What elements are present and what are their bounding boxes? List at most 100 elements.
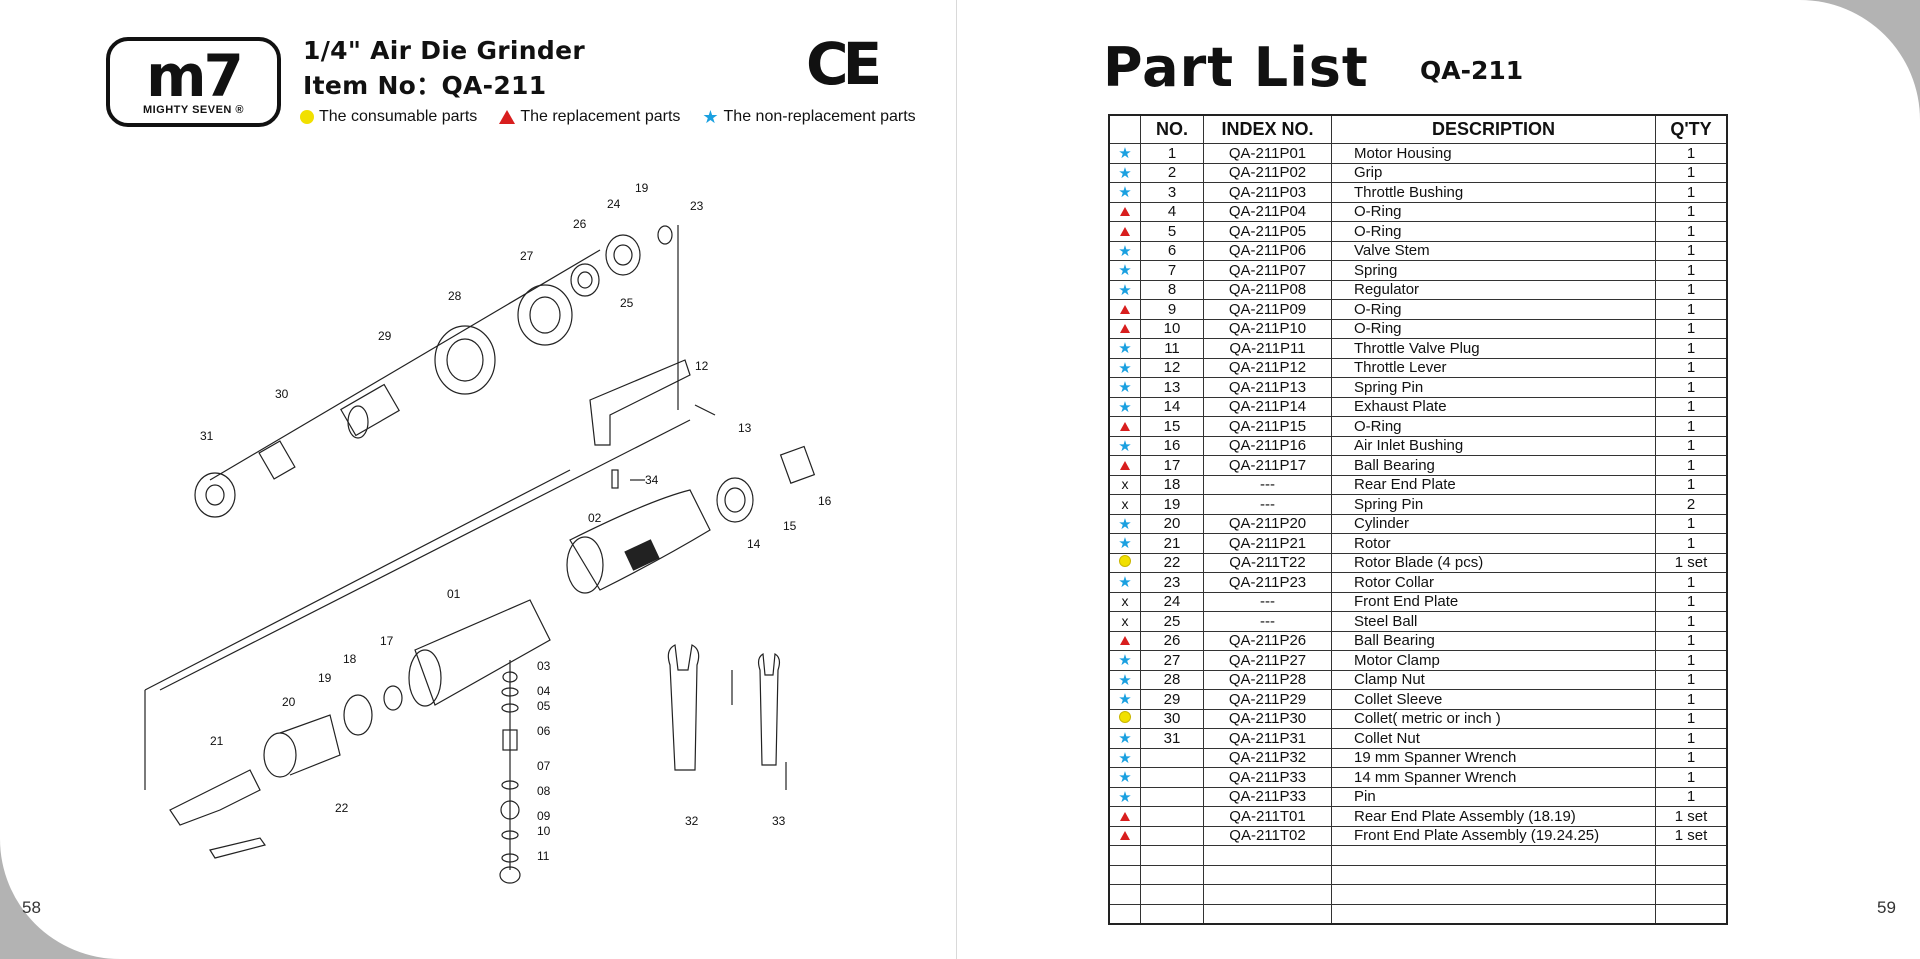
part-type-mark	[1108, 845, 1141, 866]
blue-star-icon: ★	[1118, 164, 1132, 182]
callout: 31	[200, 429, 214, 443]
index-number	[1203, 884, 1332, 905]
part-number	[1140, 786, 1204, 807]
part-description: Regulator	[1331, 279, 1656, 300]
part-description: Throttle Valve Plug	[1331, 338, 1656, 359]
part-description: Air Inlet Bushing	[1331, 435, 1656, 456]
part-type-mark: ★	[1108, 689, 1141, 710]
part-quantity: 1	[1655, 747, 1728, 768]
part-description: Front End Plate Assembly (19.24.25)	[1331, 825, 1656, 846]
index-number: QA-211P21	[1203, 533, 1332, 554]
callout: 17	[380, 634, 394, 648]
blue-star-icon: ★	[1118, 359, 1132, 377]
index-number: QA-211P04	[1203, 201, 1332, 222]
part-number: 3	[1140, 182, 1204, 203]
part-number: 19	[1140, 494, 1204, 515]
page-number-right: 59	[1877, 898, 1896, 917]
part-type-mark	[1108, 708, 1141, 729]
col-no: NO.	[1140, 114, 1204, 144]
callout: 21	[210, 734, 224, 748]
legend-label: The consumable parts	[319, 108, 478, 125]
legend-replacement: The replacement parts	[499, 108, 680, 126]
red-triangle-icon	[1120, 460, 1130, 470]
callout: 13	[738, 421, 752, 435]
left-page: m7 MIGHTY SEVEN ® 1/4" Air Die Grinder I…	[0, 0, 963, 959]
yellow-dot-icon	[300, 110, 314, 124]
part-type-mark	[1108, 825, 1141, 846]
part-type-mark	[1108, 630, 1141, 651]
part-type-mark: ★	[1108, 650, 1141, 671]
index-number: QA-211T22	[1203, 552, 1332, 573]
table-row	[1108, 884, 1728, 905]
index-number: QA-211P06	[1203, 240, 1332, 261]
part-number	[1140, 747, 1204, 768]
part-quantity: 1	[1655, 396, 1728, 417]
part-type-mark	[1108, 201, 1141, 222]
part-type-mark	[1108, 455, 1141, 476]
blue-star-icon: ★	[1118, 652, 1132, 670]
part-description: Valve Stem	[1331, 240, 1656, 261]
part-type-mark	[1108, 864, 1141, 885]
callout: 19	[635, 181, 649, 195]
part-description: Ball Bearing	[1331, 630, 1656, 651]
part-description: Collet Sleeve	[1331, 689, 1656, 710]
callout: 16	[818, 494, 832, 508]
part-number: 24	[1140, 591, 1204, 612]
part-type-mark: ★	[1108, 162, 1141, 183]
part-type-mark: x	[1108, 611, 1141, 632]
part-number	[1140, 806, 1204, 827]
index-number: QA-211P13	[1203, 377, 1332, 398]
index-number: QA-211P16	[1203, 435, 1332, 456]
part-list-title: Part List	[1103, 36, 1369, 99]
blue-star-icon: ★	[1118, 769, 1132, 787]
index-number: QA-211P11	[1203, 338, 1332, 359]
part-number: 5	[1140, 221, 1204, 242]
part-description: Throttle Bushing	[1331, 182, 1656, 203]
callout: 05	[537, 699, 551, 713]
blue-star-icon: ★	[1118, 145, 1132, 163]
index-number: QA-211P08	[1203, 279, 1332, 300]
blue-star-icon: ★	[1118, 242, 1132, 260]
index-number: QA-211P33	[1203, 786, 1332, 807]
red-triangle-icon	[1120, 207, 1130, 217]
blue-star-icon: ★	[1118, 574, 1132, 592]
part-type-mark: ★	[1108, 143, 1141, 164]
callout: 20	[282, 695, 296, 709]
index-number: QA-211P23	[1203, 572, 1332, 593]
index-number	[1203, 864, 1332, 885]
x-mark-icon: x	[1121, 495, 1129, 512]
part-quantity: 1	[1655, 318, 1728, 339]
callout: 04	[537, 684, 551, 698]
part-type-mark: ★	[1108, 786, 1141, 807]
red-triangle-icon	[499, 110, 516, 124]
part-type-mark: ★	[1108, 513, 1141, 534]
index-number: QA-211P27	[1203, 650, 1332, 671]
part-description: O-Ring	[1331, 201, 1656, 222]
callout: 08	[537, 784, 551, 798]
part-type-mark	[1108, 806, 1141, 827]
index-number: QA-211T01	[1203, 806, 1332, 827]
part-number	[1140, 845, 1204, 866]
table-row	[1108, 845, 1728, 866]
callout: 19	[318, 671, 332, 685]
part-number: 1	[1140, 143, 1204, 164]
red-triangle-icon	[1120, 636, 1130, 646]
yellow-dot-icon	[1119, 711, 1131, 724]
part-quantity: 2	[1655, 494, 1728, 515]
callout: 30	[275, 387, 289, 401]
blue-star-icon: ★	[1118, 184, 1132, 202]
part-quantity	[1655, 903, 1728, 925]
part-number: 23	[1140, 572, 1204, 593]
part-type-mark	[1108, 221, 1141, 242]
callout: 07	[537, 759, 551, 773]
part-description: Rotor Collar	[1331, 572, 1656, 593]
index-number: QA-211P28	[1203, 669, 1332, 690]
callout: 11	[537, 849, 550, 863]
